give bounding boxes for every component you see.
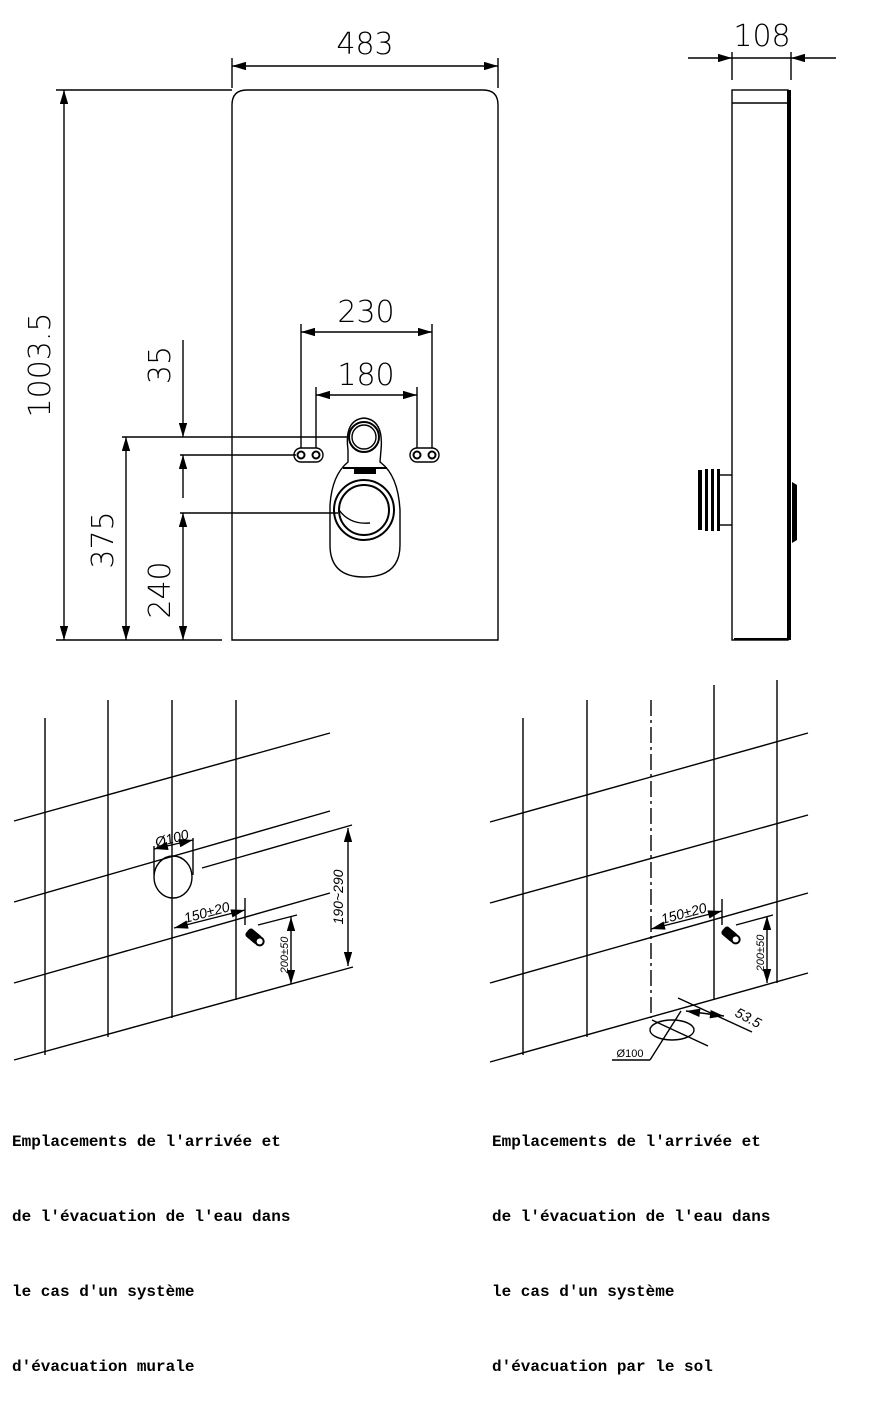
- caption-line: Emplacements de l'arrivée et: [492, 1133, 761, 1151]
- spacing-label: 150±20: [182, 898, 231, 926]
- dim-width: 483: [336, 27, 393, 62]
- caption-line: de l'évacuation de l'eau dans: [492, 1208, 771, 1226]
- front-view: 483 1003.5 375 240 35 230 180: [23, 27, 499, 641]
- panel-outline: [231, 89, 499, 641]
- flush-plate-edge: [792, 482, 797, 543]
- caption-line: le cas d'un système: [12, 1283, 195, 1301]
- caption-line: Emplacements de l'arrivée et: [12, 1133, 281, 1151]
- drain-opening: [153, 855, 193, 899]
- dim-180: 180: [337, 358, 394, 393]
- technical-drawing: 483 1003.5 375 240 35 230 180: [13, 19, 836, 1063]
- height-range-label: 190~290: [330, 869, 346, 924]
- wall-drain-caption: Emplacements de l'arrivée et de l'évacua…: [12, 1080, 290, 1405]
- water-supply-valve: [721, 926, 741, 945]
- mounting-bolts-right: [409, 447, 440, 463]
- flush-fitting: [329, 417, 401, 578]
- floor-drain-diagram: 150±20 200±50 53.5 Ø100: [489, 680, 809, 1063]
- supply-height-label: 200±50: [755, 934, 767, 973]
- supply-height-label: 200±50: [279, 936, 291, 975]
- dim-375: 375: [86, 511, 121, 568]
- diameter-label: Ø100: [617, 1048, 644, 1060]
- drain-connector: [698, 469, 732, 531]
- wall-drain-diagram: Ø100 190~290 150±20 200±50: [13, 700, 354, 1061]
- floor-drain-caption: Emplacements de l'arrivée et de l'évacua…: [492, 1080, 770, 1405]
- dim-230: 230: [337, 295, 394, 330]
- caption-line: d'évacuation murale: [12, 1358, 195, 1376]
- caption-line: le cas d'un système: [492, 1283, 675, 1301]
- side-view: 108: [688, 19, 836, 641]
- offset-label: 53.5: [733, 1004, 765, 1031]
- caption-line: d'évacuation par le sol: [492, 1358, 713, 1376]
- dim-height: 1003.5: [23, 313, 58, 418]
- floor-drain-opening: [649, 1019, 695, 1041]
- dim-35: 35: [143, 346, 178, 384]
- mounting-bolts-left: [293, 447, 324, 463]
- dim-240: 240: [143, 561, 178, 618]
- water-supply-valve: [245, 928, 265, 947]
- dim-depth: 108: [733, 19, 790, 54]
- caption-line: de l'évacuation de l'eau dans: [12, 1208, 291, 1226]
